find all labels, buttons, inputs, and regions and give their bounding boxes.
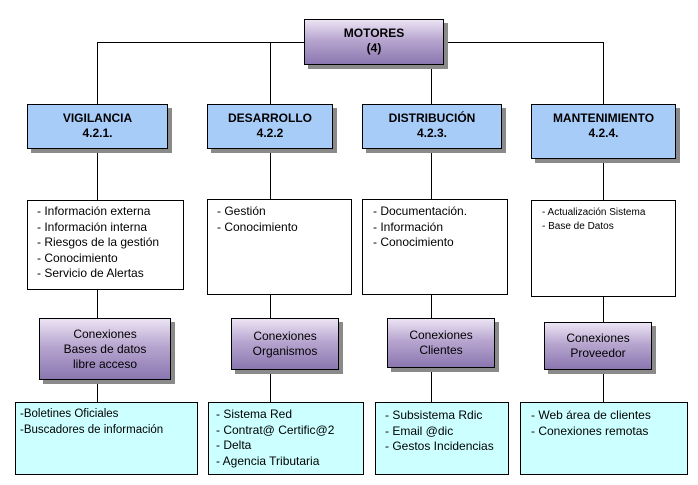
- desarrollo-items-box: - Gestión - Conocimiento: [207, 199, 352, 295]
- list-item: -Buscadores de información: [20, 423, 164, 436]
- desarrollo-connection-node: Conexiones Organismos: [231, 318, 339, 370]
- list-item: - Conocimiento: [37, 250, 118, 265]
- connection-line: Conexiones: [73, 326, 137, 341]
- list-item: - Web área de clientes: [531, 408, 651, 422]
- list-item: -Boletines Oficiales: [20, 408, 119, 420]
- list-item: - Gestión: [217, 204, 266, 218]
- motores-code: (4): [366, 41, 382, 55]
- list-item: - Sistema Red: [216, 407, 293, 421]
- distribucion-title: DISTRIBUCIÓN: [388, 111, 476, 125]
- list-item: - Email @dic: [385, 423, 454, 438]
- list-item: - Gestos Incidencias: [385, 439, 494, 453]
- list-item: - Información interna: [37, 219, 148, 234]
- list-item: - Actualización Sistema: [542, 207, 646, 218]
- distribucion-connection-node: Conexiones Clientes: [387, 318, 495, 368]
- list-item: - Conocimiento: [217, 219, 298, 234]
- connection-line: Conexiones: [253, 329, 317, 343]
- mantenimiento-items-box: - Actualización Sistema - Base de Datos: [531, 200, 676, 297]
- list-item: - Contrat@ Certific@2: [216, 422, 335, 437]
- list-item: - Conexiones remotas: [531, 423, 649, 438]
- list-item: - Base de Datos: [542, 221, 614, 232]
- connection-line: Bases de datos: [63, 341, 147, 356]
- desarrollo-code: 4.2.2: [256, 126, 284, 140]
- list-item: - Información externa: [37, 204, 151, 218]
- list-item: - Subsistema Rdic: [385, 408, 483, 422]
- distribucion-node: DISTRIBUCIÓN 4.2.3.: [362, 104, 502, 149]
- mantenimiento-connection-node: Conexiones Proveedor: [544, 322, 652, 370]
- vigilancia-node: VIGILANCIA 4.2.1.: [27, 104, 168, 149]
- list-item: - Agencia Tributaria: [216, 453, 320, 468]
- distribucion-items-box: - Documentación. - Información - Conocim…: [362, 199, 508, 295]
- distribucion-resources-box: - Subsistema Rdic - Email @dic - Gestos …: [375, 402, 509, 475]
- desarrollo-node: DESARROLLO 4.2.2: [207, 104, 333, 149]
- vigilancia-resources-box: -Boletines Oficiales -Buscadores de info…: [15, 402, 198, 475]
- list-item: - Documentación.: [373, 204, 468, 218]
- vigilancia-items-box: - Información externa - Información inte…: [27, 200, 184, 290]
- connection-line: Proveedor: [570, 346, 626, 360]
- list-item: - Riesgos de la gestión: [37, 235, 160, 249]
- list-item: - Información: [373, 219, 444, 234]
- connection-line: Organismos: [252, 344, 318, 358]
- distribucion-code: 4.2.3.: [416, 126, 448, 140]
- list-item: - Delta: [216, 438, 252, 452]
- list-item: - Servicio de Alertas: [37, 266, 144, 280]
- connection-line: Conexiones: [409, 328, 473, 342]
- mantenimiento-code: 4.2.4.: [588, 126, 619, 140]
- vigilancia-code: 4.2.1.: [82, 126, 113, 140]
- vigilancia-title: VIGILANCIA: [62, 111, 133, 125]
- mantenimiento-title: MANTENIMIENTO: [552, 111, 655, 125]
- motores-title: MOTORES: [343, 26, 405, 40]
- mantenimiento-resources-box: - Web área de clientes - Conexiones remo…: [520, 402, 688, 475]
- connection-line: Clientes: [419, 343, 463, 357]
- vigilancia-connection-node: Conexiones Bases de datos libre acceso: [39, 318, 171, 380]
- desarrollo-title: DESARROLLO: [228, 111, 312, 125]
- connection-line: Conexiones: [566, 331, 630, 345]
- mantenimiento-node: MANTENIMIENTO 4.2.4.: [531, 104, 676, 159]
- desarrollo-resources-box: - Sistema Red - Contrat@ Certific@2 - De…: [208, 402, 364, 475]
- list-item: - Conocimiento: [373, 235, 454, 249]
- connection-line: libre acceso: [72, 356, 138, 371]
- motores-node: MOTORES (4): [304, 19, 444, 65]
